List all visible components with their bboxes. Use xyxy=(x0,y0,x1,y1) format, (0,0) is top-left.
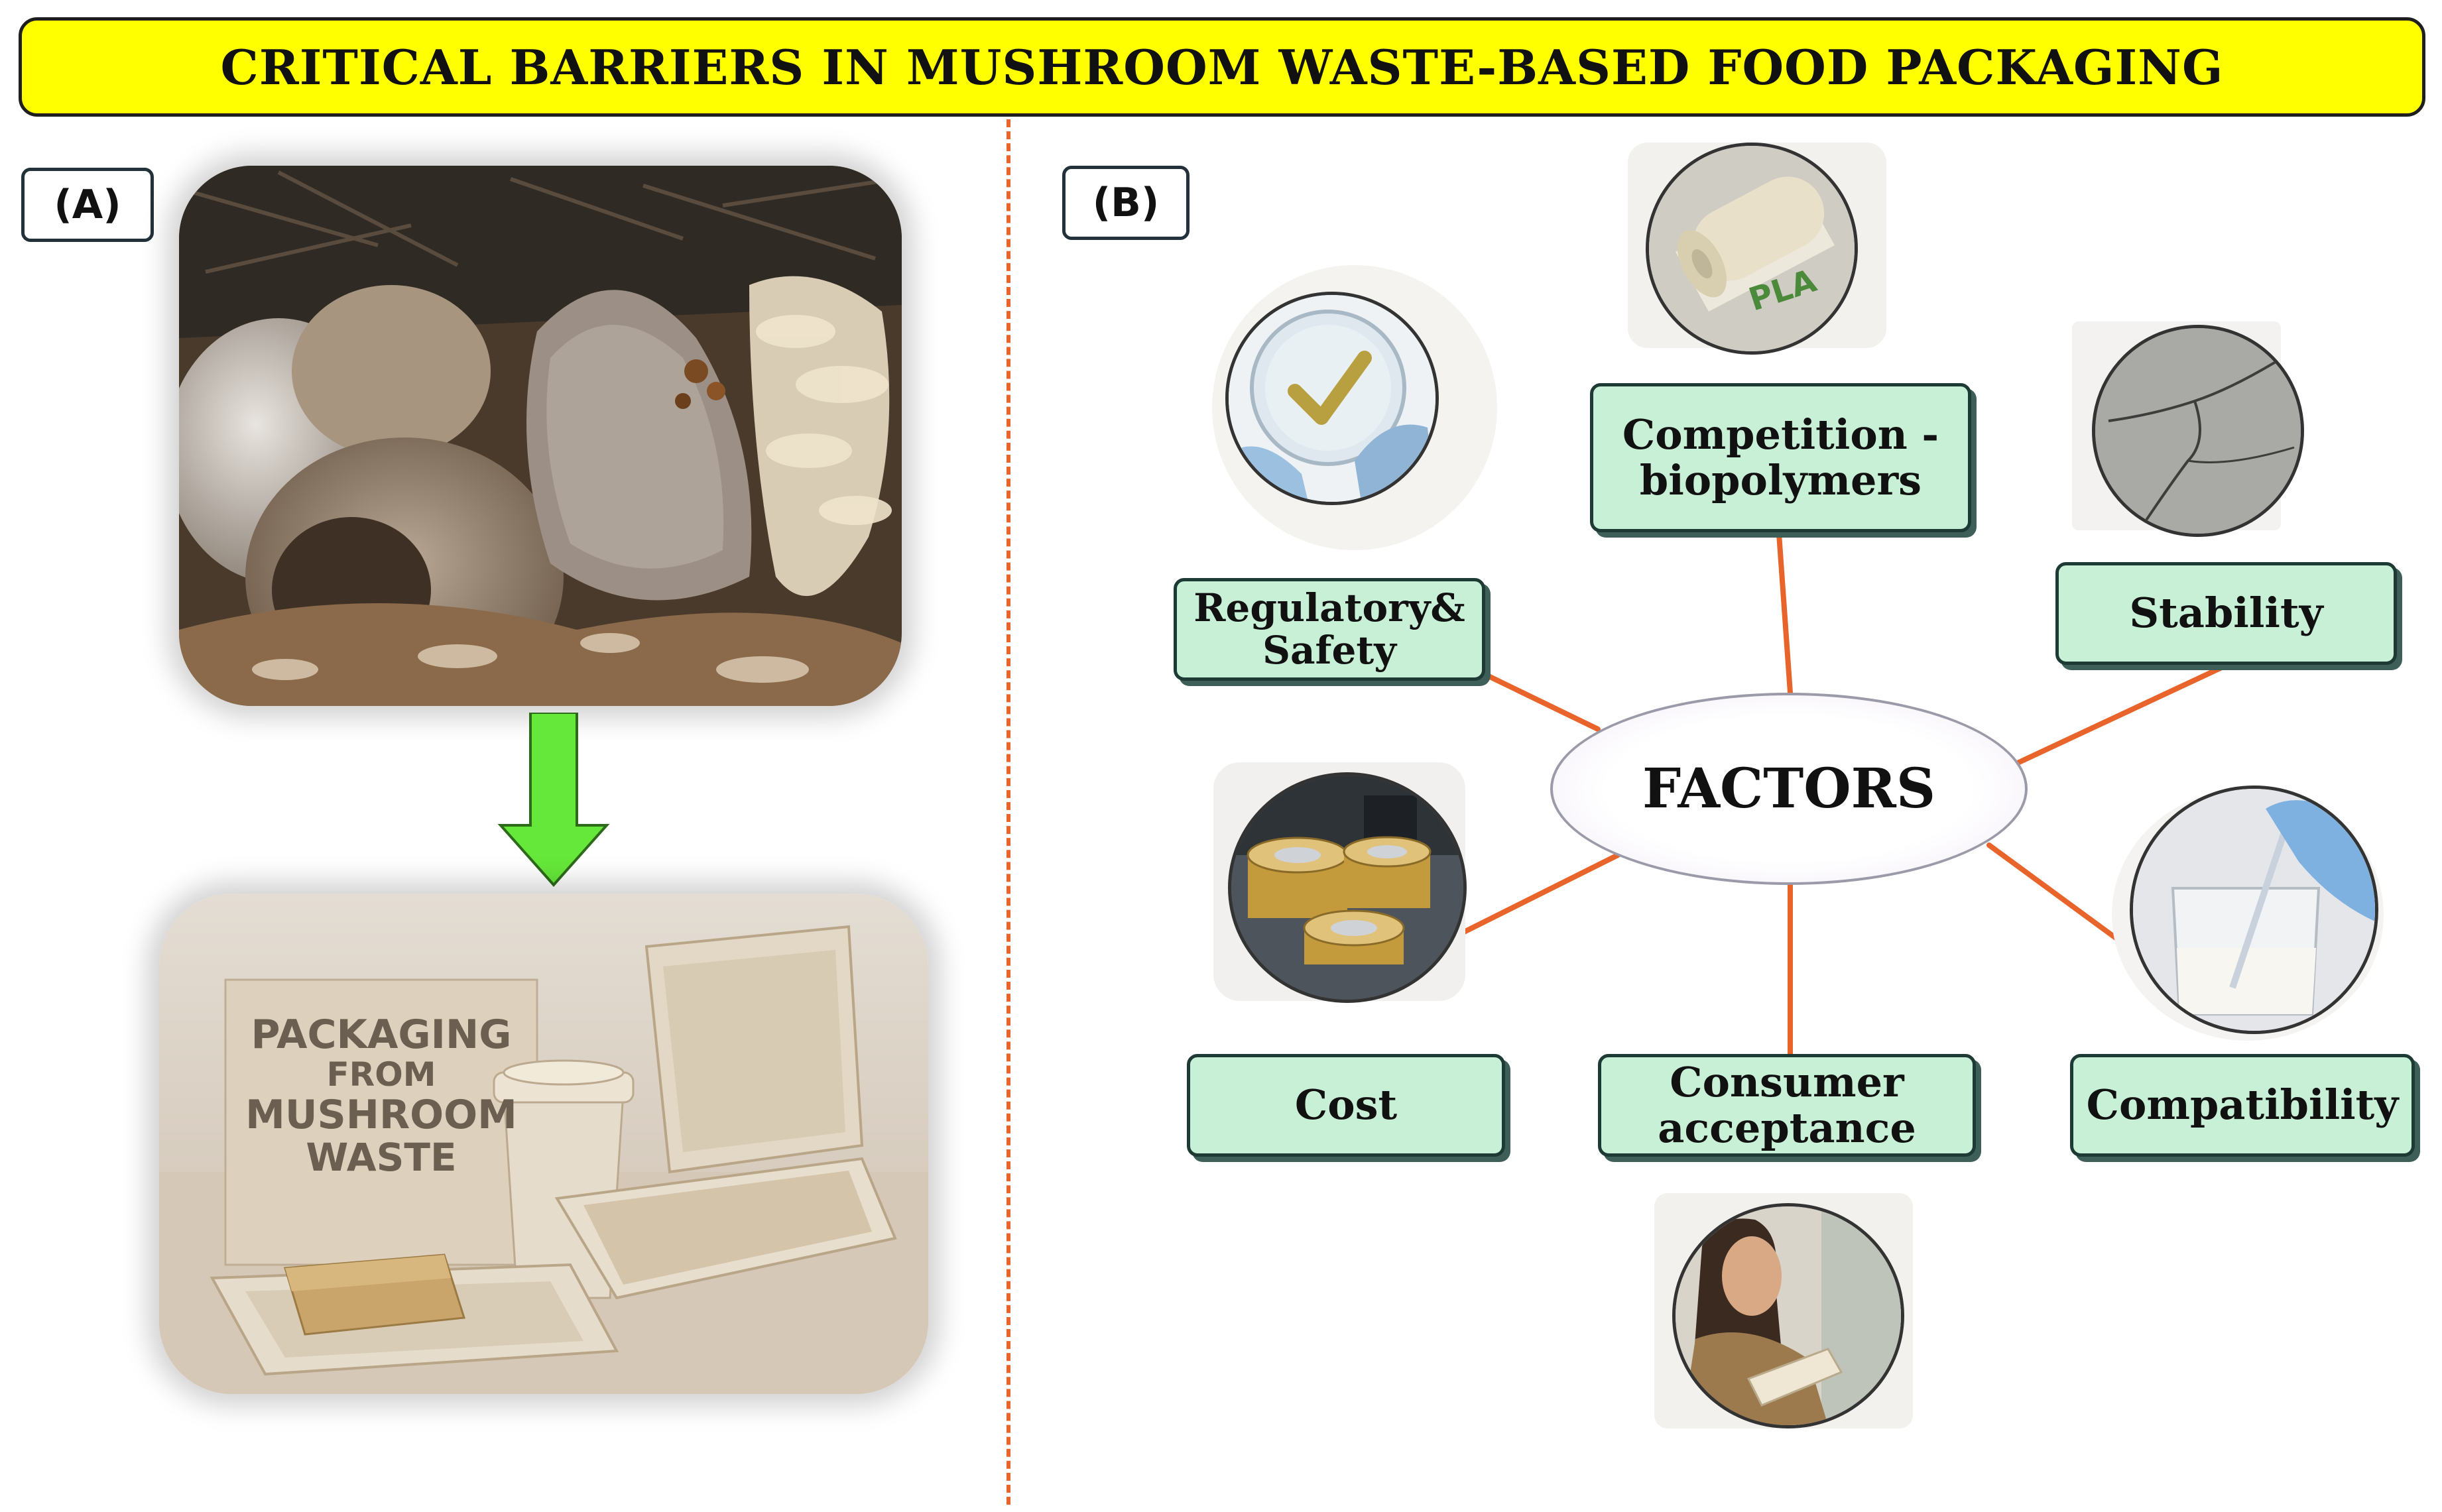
factors-center-label: FACTORS xyxy=(1642,757,1936,821)
sign-line-3: MUSHROOM xyxy=(245,1092,517,1138)
factor-regulatory-box: Regulatory& Safety xyxy=(1174,578,1485,681)
factor-consumer-box: Consumer acceptance xyxy=(1598,1054,1976,1157)
cracked-surface-image xyxy=(2092,325,2304,537)
down-arrow-icon xyxy=(497,713,610,888)
beaker-image xyxy=(2130,785,2378,1034)
factor-regulatory-line-1: Regulatory& xyxy=(1193,585,1465,630)
sign-line-1: PACKAGING xyxy=(251,1012,512,1058)
factor-compatibility-box: Compatibility xyxy=(2070,1054,2415,1157)
packaging-products-photo: PACKAGING FROM MUSHROOM WASTE xyxy=(159,894,928,1394)
sign-line-4: WASTE xyxy=(306,1135,457,1180)
connector-regulatory xyxy=(1486,673,1601,732)
connector-competition xyxy=(1776,531,1793,695)
connector-cost xyxy=(1456,852,1620,937)
coins-image xyxy=(1228,772,1467,1003)
factor-cost-box: Cost xyxy=(1187,1054,1505,1157)
factor-competition-line-1: Competition - xyxy=(1622,410,1939,459)
factor-competition-line-2: biopolymers xyxy=(1639,455,1922,504)
consumer-image xyxy=(1672,1203,1904,1428)
panel-divider xyxy=(1007,119,1010,1505)
panel-b-label-text: (B) xyxy=(1092,180,1160,226)
panel-a-label-text: (A) xyxy=(54,182,121,228)
packaging-sign-text: PACKAGING FROM MUSHROOM WASTE xyxy=(225,1013,537,1179)
factor-consumer-line-2: acceptance xyxy=(1658,1103,1916,1152)
petri-dish-image xyxy=(1225,292,1439,505)
factor-stability-box: Stability xyxy=(2055,562,2397,665)
factor-compatibility-label: Compatibility xyxy=(2086,1080,2399,1130)
factor-consumer-line-1: Consumer xyxy=(1670,1058,1904,1107)
factors-center-node: FACTORS xyxy=(1550,693,2028,885)
factor-regulatory-line-2: Safety xyxy=(1262,627,1396,673)
panel-b-label: (B) xyxy=(1062,166,1190,240)
factor-stability-label: Stability xyxy=(2129,589,2323,638)
page-title: CRITICAL BARRIERS IN MUSHROOM WASTE-BASE… xyxy=(220,38,2224,95)
connector-stability xyxy=(2016,664,2227,765)
factor-competition-box: Competition - biopolymers xyxy=(1590,383,1971,532)
sign-line-2: FROM xyxy=(326,1055,436,1094)
mushroom-waste-photo xyxy=(179,166,902,706)
pla-film-image: PLA xyxy=(1646,143,1858,355)
factor-cost-label: Cost xyxy=(1294,1080,1398,1130)
title-banner: CRITICAL BARRIERS IN MUSHROOM WASTE-BASE… xyxy=(19,17,2425,117)
panel-a-label: (A) xyxy=(21,168,154,242)
